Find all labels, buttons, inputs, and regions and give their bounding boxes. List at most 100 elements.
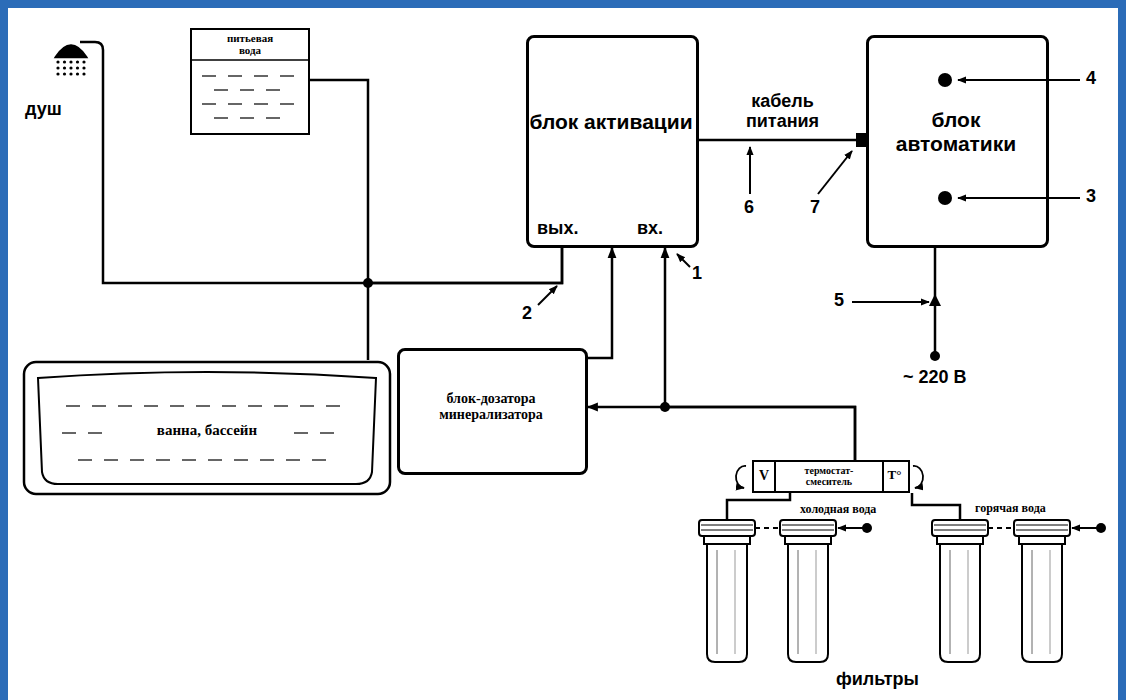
- flow-arrowhead: [929, 294, 941, 306]
- node-title: ванна, бассейн: [127, 422, 287, 439]
- cold-water-label: холодная вода: [800, 503, 876, 516]
- shower-icon: [56, 42, 368, 283]
- water-dash: [214, 89, 228, 91]
- water-dash: [240, 89, 254, 91]
- thermostat-mixer: Vтермостат-смесительT°: [752, 460, 910, 493]
- spray-dot: [76, 72, 79, 75]
- water-dash: [222, 405, 236, 407]
- node-title: блок-дозатора минерализатора: [400, 391, 582, 423]
- filter-cartridge: [780, 520, 836, 662]
- spray-dot: [76, 60, 79, 63]
- node-text: термостат-смеситель: [776, 462, 882, 491]
- spray-dot: [82, 66, 85, 69]
- node-text: T°: [882, 462, 905, 491]
- callout-number: 7: [810, 198, 820, 218]
- water-dash: [170, 405, 184, 407]
- spray-dot: [69, 60, 72, 63]
- water-dash: [156, 459, 170, 461]
- callout-number: 3: [1086, 187, 1096, 207]
- filter-cartridge: [932, 520, 988, 662]
- water-dash: [320, 432, 334, 434]
- node-text: вых.: [537, 218, 578, 239]
- hot-water-label: горячая вода: [975, 502, 1046, 515]
- node-title: питьевая вода: [217, 33, 283, 56]
- water-dash: [92, 405, 106, 407]
- callout-number: 4: [1086, 69, 1096, 89]
- water-dash: [266, 89, 280, 91]
- node-title: блок активации: [529, 110, 693, 134]
- water-dash: [234, 459, 248, 461]
- pipe-connector: [699, 139, 866, 142]
- water-dash: [254, 103, 268, 105]
- water-dash: [240, 117, 254, 119]
- shower-label: душ: [25, 100, 62, 120]
- dosing-mineralizer-unit: блок-дозатора минерализатора: [397, 348, 588, 475]
- water-level: [192, 59, 308, 61]
- spray-dot: [82, 72, 85, 75]
- water-dash: [118, 405, 132, 407]
- callout-number: 2: [522, 304, 532, 324]
- water-dash: [182, 459, 196, 461]
- water-dash: [78, 459, 92, 461]
- water-dash: [260, 459, 274, 461]
- filter-cartridge: [699, 520, 755, 662]
- water-dash: [202, 75, 216, 77]
- water-dash: [312, 459, 326, 461]
- bath-pool: ванна, бассейн: [22, 360, 392, 496]
- spray-dot: [76, 66, 79, 69]
- water-dash: [130, 459, 144, 461]
- spray-dot: [82, 60, 85, 63]
- filters-label: фильтры: [836, 670, 919, 690]
- water-dash: [228, 103, 242, 105]
- water-inlet-dot: [1096, 523, 1106, 533]
- tub-rim: [24, 362, 390, 494]
- pipe-connector: [588, 248, 612, 358]
- terminal-dot: [930, 351, 940, 361]
- spray-dot: [69, 72, 72, 75]
- terminal-dot: [938, 73, 952, 87]
- water-inlet-dot: [862, 523, 872, 533]
- spray-dot: [56, 72, 59, 75]
- filter-cartridges: [699, 520, 1070, 662]
- water-dash: [280, 103, 294, 105]
- tub-basin: [38, 372, 376, 484]
- spray-dot: [63, 72, 66, 75]
- spray-dot: [63, 66, 66, 69]
- spray-dot: [56, 66, 59, 69]
- filter-cartridge: [1014, 520, 1070, 662]
- water-dash: [254, 75, 268, 77]
- callout-number: 6: [744, 198, 754, 218]
- water-dash: [196, 405, 210, 407]
- callout-number: 1: [692, 264, 702, 284]
- activation-unit: блок активации вых. вх.: [526, 35, 699, 248]
- white-panel: [8, 8, 1118, 700]
- voltage-label: ~ 220 В: [903, 368, 967, 388]
- water-dash: [88, 432, 102, 434]
- water-dash: [266, 117, 280, 119]
- callout-number: 5: [834, 291, 844, 311]
- water-dash: [62, 432, 76, 434]
- terminal-dot: [938, 191, 952, 205]
- spray-dot: [69, 66, 72, 69]
- automation-unit: блок автоматики: [866, 35, 1049, 248]
- node-text: вх.: [637, 218, 663, 239]
- shower-spray: [56, 60, 85, 75]
- water-dash: [104, 459, 118, 461]
- water-dash: [280, 75, 294, 77]
- water-dash: [300, 405, 314, 407]
- spray-dot: [63, 60, 66, 63]
- water-dash: [214, 117, 228, 119]
- water-dash: [144, 405, 158, 407]
- water-dash: [326, 405, 340, 407]
- node-title: блок автоматики: [869, 108, 1043, 156]
- cable-label: кабель питания: [723, 91, 843, 132]
- pipe-connector: [665, 248, 855, 460]
- water-dash: [202, 103, 216, 105]
- water-dash: [286, 459, 300, 461]
- pipe-connector: [368, 248, 562, 360]
- water-dash: [228, 75, 242, 77]
- water-dash: [248, 405, 262, 407]
